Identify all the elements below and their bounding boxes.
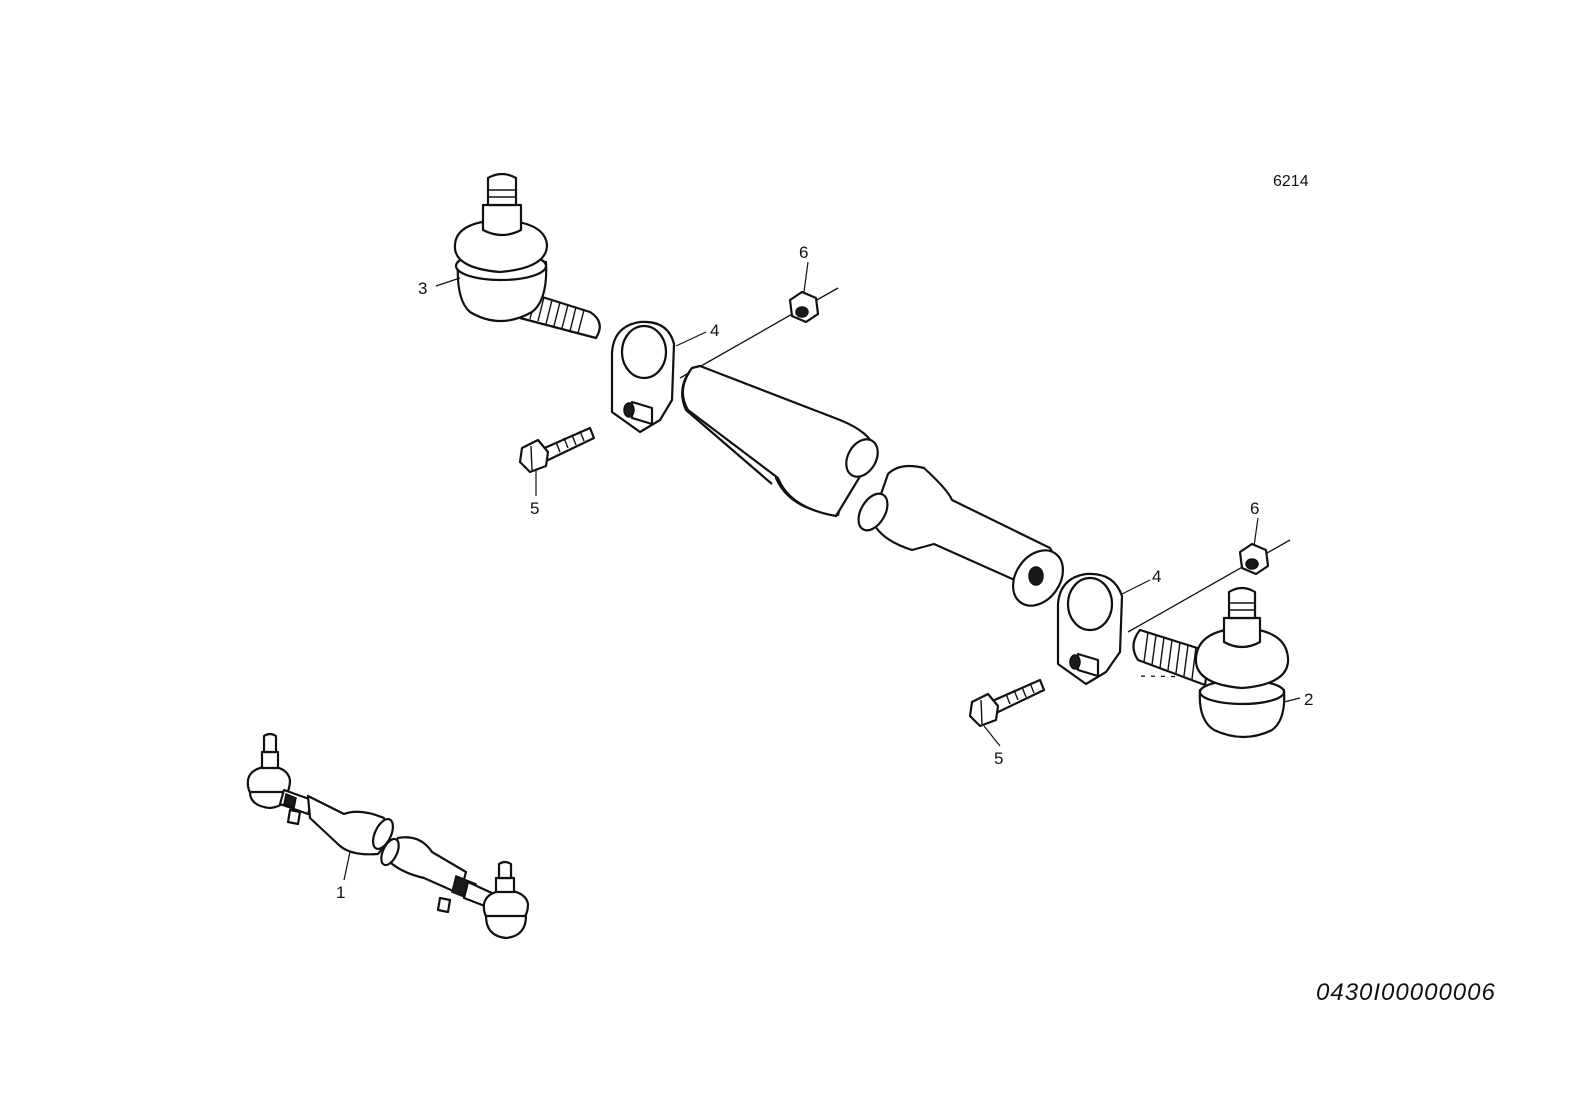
tie-rod-assembly [246,732,530,940]
document-id: 0430I00000006 [1316,979,1496,1006]
bolt-lower [968,678,1046,728]
tie-rod-end-right [1132,586,1290,739]
callout-6-lower: 6 [1250,499,1259,518]
tie-rod-end-left [453,172,601,340]
clamp-upper [610,320,676,434]
callout-6-upper: 6 [799,243,808,262]
callout-1: 1 [336,883,345,902]
callout-2: 2 [1304,690,1313,709]
callout-3: 3 [418,279,427,298]
callout-4-upper: 4 [710,321,719,340]
leader-lines [343,261,1301,881]
bolt-upper [518,426,596,474]
tie-rod-tube-right [857,464,1065,607]
callout-4-lower: 4 [1152,567,1161,586]
callout-5-upper: 5 [530,499,539,518]
clamp-lower [1056,572,1124,686]
figure-number: 6214 [1273,173,1309,190]
nut-upper [788,290,820,324]
nut-lower [1238,542,1270,576]
tie-rod-tube-left [681,364,879,518]
callout-5-lower: 5 [994,749,1003,768]
